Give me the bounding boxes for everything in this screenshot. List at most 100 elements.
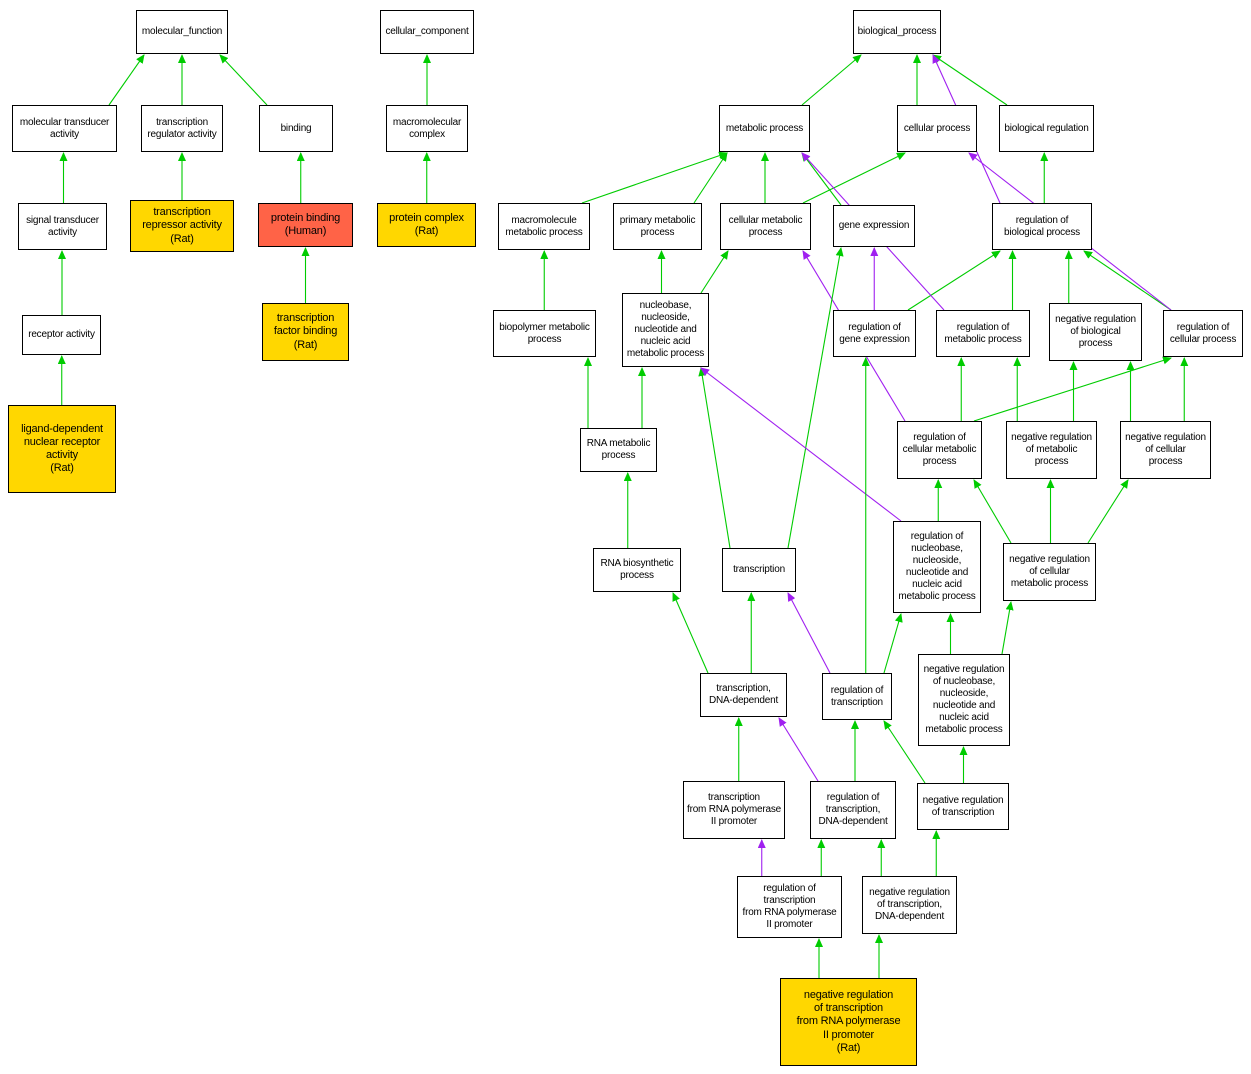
node-label: RNA metabolic process <box>586 438 651 461</box>
edge-binding--molecular-function <box>219 54 268 106</box>
node-primary-metabolic-process[interactable]: primary metabolic process <box>613 203 702 250</box>
node-label: transcription repressor activity (Rat) <box>142 206 222 245</box>
node-rna-metabolic-process[interactable]: RNA metabolic process <box>580 428 657 472</box>
node-regulation-of-transcription-dna-dependent[interactable]: regulation of transcription, DNA-depende… <box>810 781 896 839</box>
node-macromolecule-metabolic-process[interactable]: macromolecule metabolic process <box>498 203 590 250</box>
node-molecular-function[interactable]: molecular_function <box>136 10 228 54</box>
node-macromolecular-complex[interactable]: macromolecular complex <box>386 105 468 152</box>
edge-transcription--gene-expression <box>787 247 844 549</box>
node-label: negative regulation of nucleobase, nucle… <box>923 664 1005 735</box>
node-label: regulation of nucleobase, nucleoside, nu… <box>898 531 976 602</box>
node-regulation-of-metabolic-process[interactable]: regulation of metabolic process <box>936 310 1030 357</box>
node-nucleobase-metabolic-process[interactable]: nucleobase, nucleoside, nucleotide and n… <box>622 293 709 367</box>
edge-molecular-transducer-activity--molecular-function <box>108 54 145 106</box>
node-molecular-transducer-activity[interactable]: molecular transducer activity <box>12 105 117 152</box>
node-negative-regulation-of-cellular-metabolic-process[interactable]: negative regulation of cellular metaboli… <box>1003 543 1096 601</box>
node-label: molecular transducer activity <box>19 116 110 140</box>
edge-biological-regulation--biological-process <box>932 54 1008 106</box>
node-label: macromolecular complex <box>392 116 462 140</box>
node-transcription-dna-dependent[interactable]: transcription, DNA-dependent <box>700 673 787 717</box>
node-biological-regulation[interactable]: biological regulation <box>999 105 1094 152</box>
node-transcription-from-rna-polymerase-ii-promoter[interactable]: transcription from RNA polymerase II pro… <box>683 781 785 839</box>
node-negative-regulation-of-biological-process[interactable]: negative regulation of biological proces… <box>1049 303 1142 361</box>
edge-transcription--nucleobase-metabolic-process <box>698 367 731 549</box>
node-regulation-of-cellular-process[interactable]: regulation of cellular process <box>1163 310 1243 357</box>
node-biopolymer-metabolic-process[interactable]: biopolymer metabolic process <box>493 310 596 357</box>
node-regulation-of-biological-process[interactable]: regulation of biological process <box>992 203 1092 250</box>
edge-regulation-of-transcription-dna-dependent--transcription-dna-dependent <box>778 717 819 782</box>
node-regulation-of-transcription[interactable]: regulation of transcription <box>822 673 892 720</box>
node-biological-process[interactable]: biological_process <box>853 10 941 54</box>
node-receptor-activity[interactable]: receptor activity <box>22 315 101 355</box>
node-regulation-of-transcription-from-rna-pol-ii[interactable]: regulation of transcription from RNA pol… <box>737 876 842 938</box>
node-label: protein binding (Human) <box>270 211 341 237</box>
node-ligand-dependent-nuclear-receptor-activity[interactable]: ligand-dependent nuclear receptor activi… <box>8 405 116 493</box>
edge-metabolic-process--biological-process <box>801 54 862 106</box>
node-cellular-component[interactable]: cellular_component <box>380 10 474 54</box>
node-regulation-of-gene-expression[interactable]: regulation of gene expression <box>833 310 916 357</box>
node-negative-regulation-of-cellular-process[interactable]: negative regulation of cellular process <box>1120 421 1211 479</box>
node-label: ligand-dependent nuclear receptor activi… <box>21 422 103 475</box>
node-label: biological regulation <box>1004 122 1089 134</box>
edge-macromolecule-metabolic-process--metabolic-process <box>581 151 728 204</box>
node-transcription-regulator-activity[interactable]: transcription regulator activity <box>141 105 223 152</box>
node-label: negative regulation of biological proces… <box>1055 314 1136 349</box>
node-label: cellular_component <box>385 26 469 37</box>
node-label: primary metabolic process <box>619 214 696 238</box>
node-label: regulation of transcription from RNA pol… <box>742 883 837 930</box>
node-binding[interactable]: binding <box>259 105 333 152</box>
node-regulation-of-nucleobase[interactable]: regulation of nucleobase, nucleoside, nu… <box>893 521 981 613</box>
node-protein-complex[interactable]: protein complex (Rat) <box>377 203 476 247</box>
node-negative-regulation-of-metabolic-process[interactable]: negative regulation of metabolic process <box>1006 421 1097 479</box>
edge-negative-regulation-of-transcription--regulation-of-transcription <box>883 720 926 784</box>
node-negative-regulation-of-transcription-dna-dependent[interactable]: negative regulation of transcription, DN… <box>862 876 957 934</box>
node-label: negative regulation of transcription <box>922 794 1004 818</box>
edge-regulation-of-cellular-metabolic-process--regulation-of-cellular-process <box>973 356 1172 422</box>
node-label: negative regulation of cellular process <box>1125 432 1206 467</box>
node-negative-regulation-of-transcription-from-rna-pol-ii[interactable]: negative regulation of transcription fro… <box>780 978 917 1066</box>
node-label: regulation of transcription, DNA-depende… <box>818 792 888 827</box>
edge-negative-regulation-of-cellular-metabolic-process--negative-regulation-of-cellular-process <box>1087 479 1129 544</box>
node-negative-regulation-of-nucleobase[interactable]: negative regulation of nucleobase, nucle… <box>918 654 1010 746</box>
node-label: molecular_function <box>141 26 223 37</box>
node-label: transcription factor binding (Rat) <box>273 312 338 351</box>
edge-regulation-of-transcription--regulation-of-nucleobase <box>883 613 903 674</box>
node-label: gene expression <box>838 220 910 231</box>
edge-regulation-of-gene-expression--regulation-of-biological-process <box>907 250 1001 311</box>
node-metabolic-process[interactable]: metabolic process <box>719 105 810 152</box>
edge-regulation-of-cellular-process--regulation-of-biological-process <box>1083 250 1172 311</box>
node-label: transcription, DNA-dependent <box>708 683 779 706</box>
node-label: RNA biosynthetic process <box>600 558 674 581</box>
node-signal-transducer-activity[interactable]: signal transducer activity <box>18 203 107 250</box>
node-label: regulation of cellular metabolic process <box>902 432 977 467</box>
node-label: metabolic process <box>725 122 804 134</box>
node-label: transcription <box>733 564 785 575</box>
node-label: regulation of metabolic process <box>944 321 1022 345</box>
edge-negative-regulation-of-cellular-metabolic-process--regulation-of-cellular-metabolic-process <box>973 479 1012 544</box>
edge-regulation-of-transcription--transcription <box>787 592 831 674</box>
node-rna-biosynthetic-process[interactable]: RNA biosynthetic process <box>593 548 681 592</box>
node-label: signal transducer activity <box>26 214 99 238</box>
node-transcription[interactable]: transcription <box>722 548 796 592</box>
node-label: negative regulation of transcription fro… <box>796 989 901 1054</box>
node-cellular-metabolic-process[interactable]: cellular metabolic process <box>720 203 811 250</box>
edge-primary-metabolic-process--metabolic-process <box>693 152 728 204</box>
node-label: nucleobase, nucleoside, nucleotide and n… <box>626 300 705 359</box>
node-gene-expression[interactable]: gene expression <box>833 205 915 247</box>
node-transcription-factor-binding[interactable]: transcription factor binding (Rat) <box>262 303 349 361</box>
node-protein-binding[interactable]: protein binding (Human) <box>258 203 353 247</box>
node-label: regulation of biological process <box>1004 214 1080 238</box>
edge-gene-expression--metabolic-process <box>801 152 842 206</box>
node-cellular-process[interactable]: cellular process <box>897 105 977 152</box>
node-negative-regulation-of-transcription[interactable]: negative regulation of transcription <box>917 783 1009 830</box>
node-regulation-of-cellular-metabolic-process[interactable]: regulation of cellular metabolic process <box>897 421 982 479</box>
node-label: biological_process <box>857 26 937 37</box>
node-label: regulation of gene expression <box>839 321 910 345</box>
edge-cellular-metabolic-process--cellular-process <box>802 152 906 204</box>
node-transcription-repressor-activity[interactable]: transcription repressor activity (Rat) <box>130 200 234 252</box>
node-label: negative regulation of metabolic process <box>1011 432 1092 467</box>
node-label: cellular process <box>903 122 971 134</box>
node-label: regulation of cellular process <box>1169 321 1237 345</box>
